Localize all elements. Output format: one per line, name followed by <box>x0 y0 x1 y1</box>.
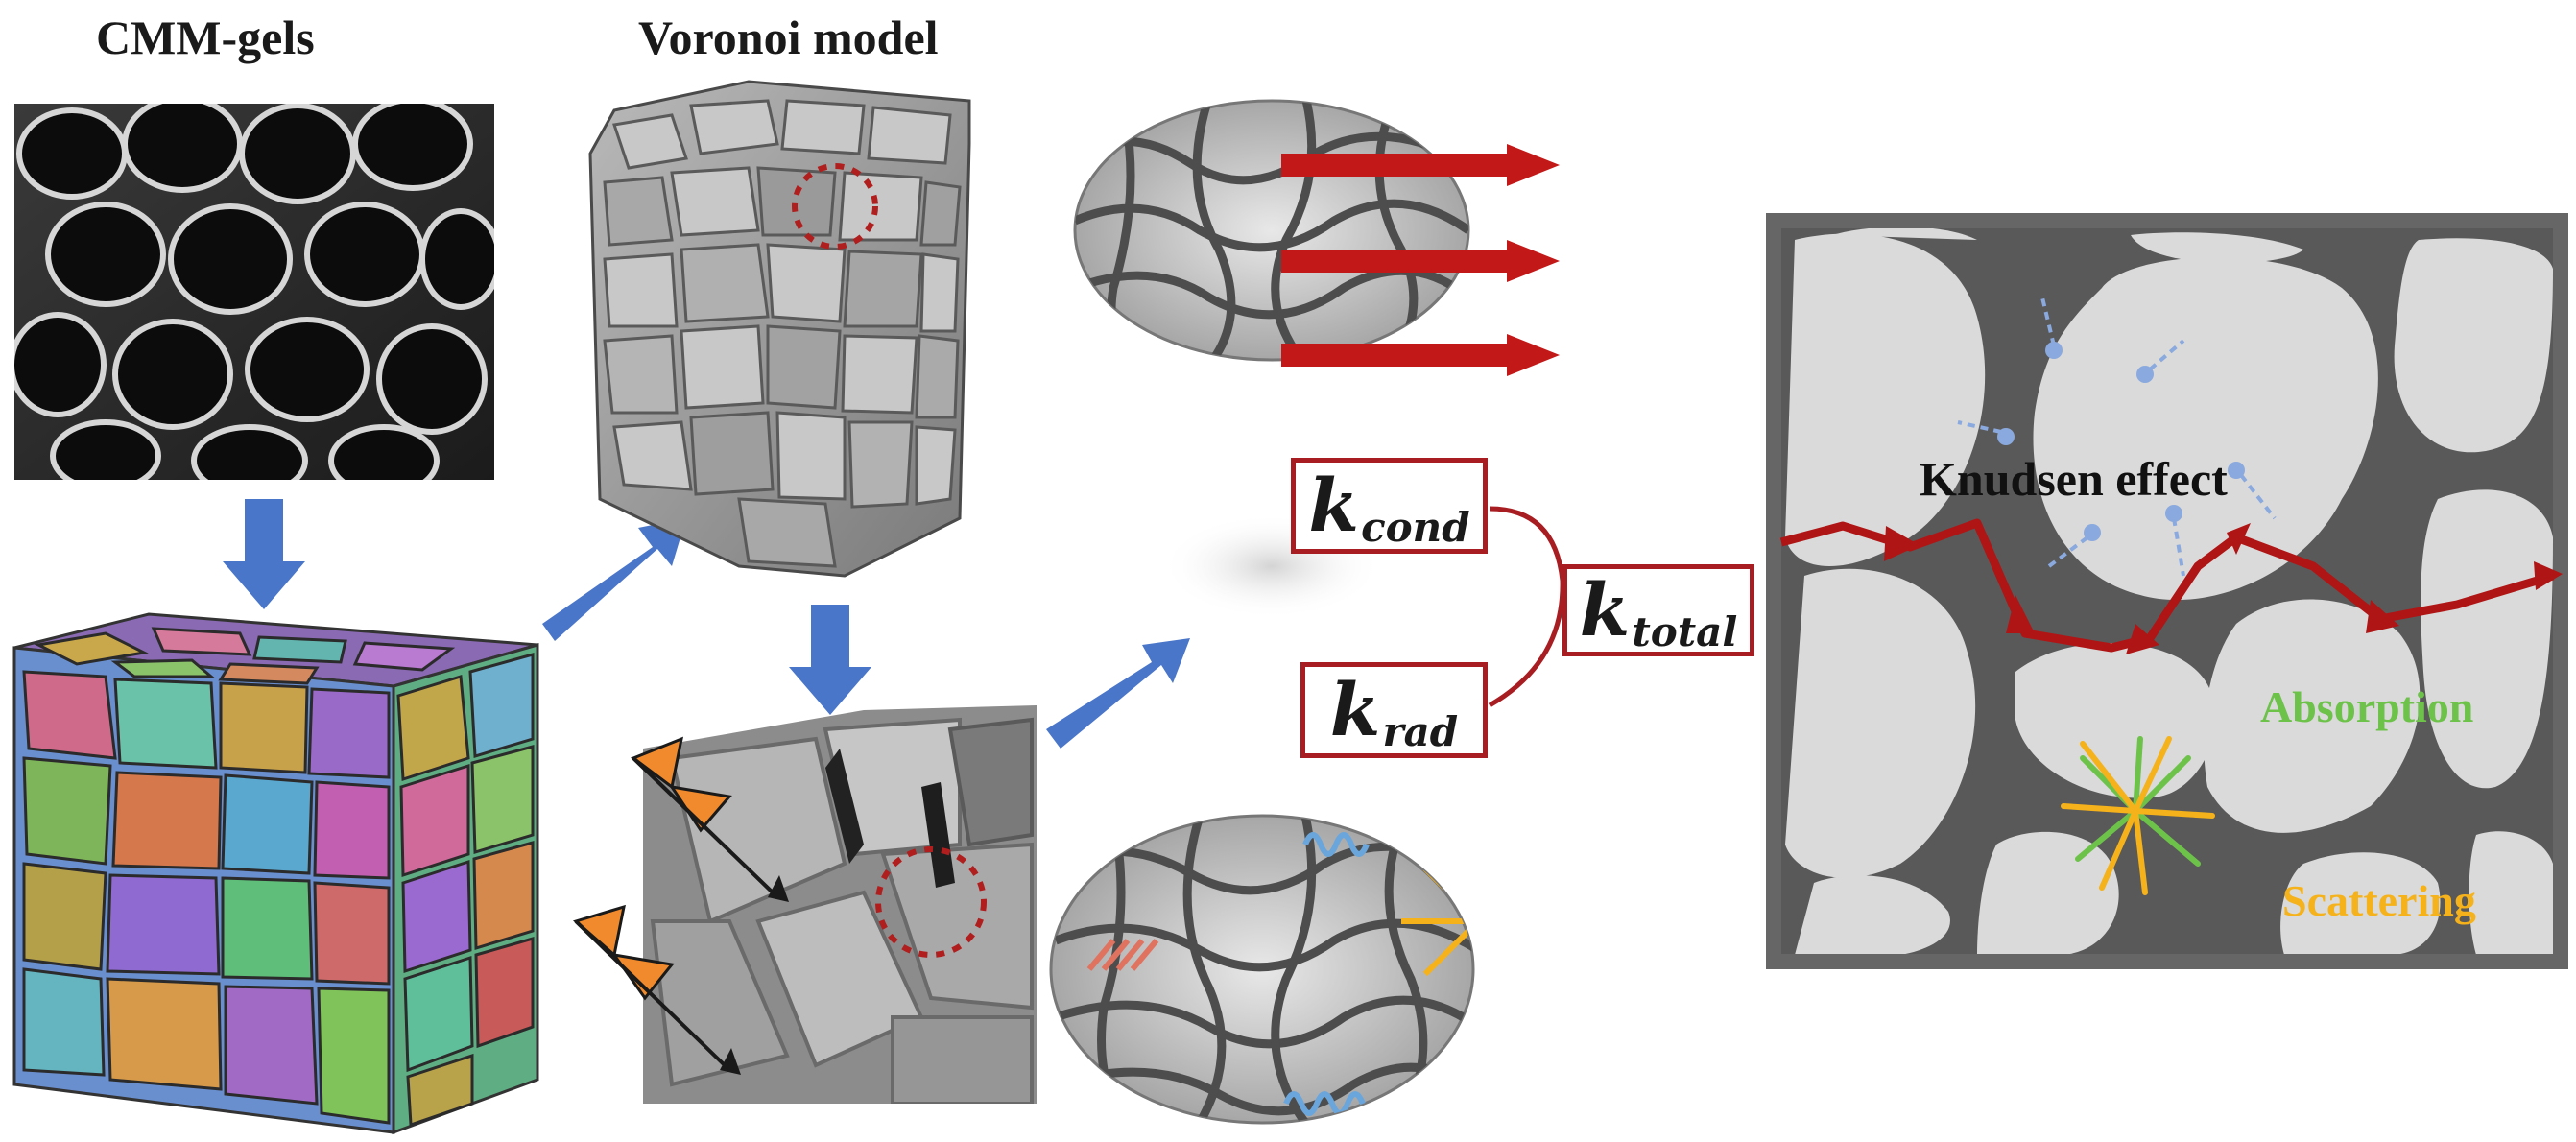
zoom-highlight-circle <box>875 846 987 958</box>
sem-pores <box>14 104 494 480</box>
arrow-sem-to-cube <box>223 499 305 609</box>
heat-flow-arrowheads <box>1884 523 2563 654</box>
voronoi-model-title: Voronoi model <box>638 11 939 64</box>
k-cond-subscript: cond <box>1361 503 1470 551</box>
scattering-label: Scattering <box>2282 876 2476 925</box>
k-rad-subscript: rad <box>1382 707 1459 755</box>
voronoi-gray-model <box>588 80 971 578</box>
k-rad-symbol: k <box>1329 667 1381 752</box>
kbox-connector <box>1488 506 1565 708</box>
reflection-rays <box>1086 939 1159 971</box>
cmm-gels-title: CMM-gels <box>96 11 315 64</box>
infrared-wave-bottom <box>1283 1091 1366 1116</box>
voronoi-highlight-circle <box>792 163 878 250</box>
pore-cells <box>1785 228 2553 954</box>
arrow-cube-to-voronoi <box>542 518 686 641</box>
colored-voronoi-cube <box>12 612 539 1135</box>
conduction-ellipse <box>1073 99 1560 376</box>
absorption-label: Absorption <box>2260 682 2474 731</box>
conduction-arrows <box>1281 144 1560 376</box>
arrow-zoom-to-kbox <box>1046 638 1190 749</box>
k-total-subscript: total <box>1632 607 1738 655</box>
absorption-scattering-cluster <box>2061 736 2215 895</box>
pore-schematic-panel <box>1766 213 2568 969</box>
k-total-symbol: k <box>1579 567 1631 653</box>
infrared-wave-top <box>1302 832 1370 857</box>
radiation-ellipse <box>1049 814 1593 1125</box>
radiation-curve-arrow <box>1526 883 1593 1123</box>
sem-micrograph <box>14 104 494 480</box>
gas-molecules <box>1957 297 2277 577</box>
zoomed-cell-structure <box>572 705 1037 1104</box>
arrow-voronoi-to-zoom <box>789 605 871 715</box>
knudsen-effect-label: Knudsen effect <box>1920 452 2228 506</box>
k-cond-symbol: k <box>1308 463 1360 548</box>
